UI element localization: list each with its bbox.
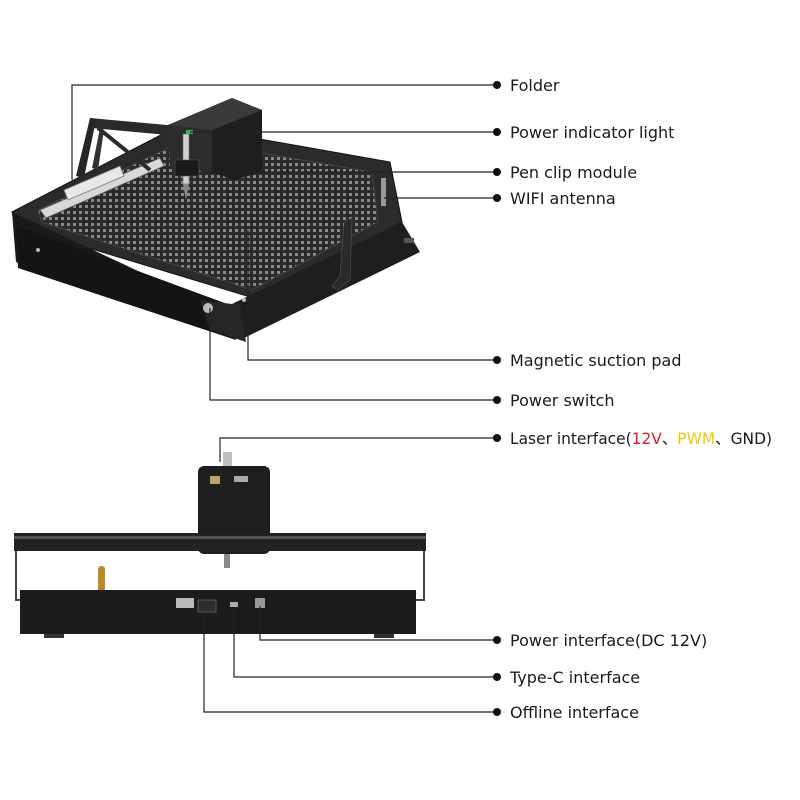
callout-dot bbox=[493, 673, 501, 681]
pen bbox=[182, 133, 190, 185]
laser-gnd: GND) bbox=[731, 429, 772, 448]
laser-connector bbox=[223, 452, 232, 466]
label-wifi-antenna: WIFI antenna bbox=[510, 189, 616, 208]
laser-prefix: Laser interface( bbox=[510, 429, 632, 448]
pen-stub bbox=[224, 554, 230, 568]
x-rail bbox=[14, 533, 426, 551]
laser-sep1: 、 bbox=[662, 429, 677, 448]
gantry-brace bbox=[96, 126, 152, 172]
head-block bbox=[198, 466, 270, 554]
leader-lines bbox=[71, 84, 497, 713]
head-tower-top bbox=[168, 98, 262, 130]
screw bbox=[242, 298, 246, 302]
leader-magnetic bbox=[247, 230, 497, 361]
label-power-interface: Power interface(DC 12V) bbox=[510, 631, 707, 650]
gantry-arm-leg-2 bbox=[92, 128, 104, 170]
leader-power-iface bbox=[259, 606, 497, 641]
pen-clip bbox=[174, 159, 200, 177]
leader-type-c bbox=[233, 608, 497, 678]
foot-right bbox=[374, 634, 394, 638]
base-bottom-face bbox=[16, 226, 236, 340]
leader-laser bbox=[219, 437, 497, 462]
callout-dot bbox=[493, 81, 501, 89]
callout-labels: Folder Power indicator light Pen clip mo… bbox=[509, 76, 772, 722]
offline-button bbox=[197, 599, 217, 613]
laser-12v: 12V bbox=[632, 429, 662, 448]
callout-dot bbox=[493, 168, 501, 176]
type-c-port bbox=[230, 602, 238, 607]
callout-dot bbox=[493, 356, 501, 364]
leader-switch bbox=[209, 308, 497, 401]
offline-port bbox=[176, 598, 194, 608]
power-indicator-led bbox=[186, 130, 193, 134]
power-switch-knob bbox=[203, 303, 213, 313]
foot-left bbox=[44, 634, 64, 638]
callout-dot bbox=[493, 636, 501, 644]
laser-pwm: PWM bbox=[677, 429, 715, 448]
label-offline-interface: Offline interface bbox=[510, 703, 639, 722]
label-power-indicator-light: Power indicator light bbox=[510, 123, 674, 142]
label-magnetic-suction-pad: Magnetic suction pad bbox=[510, 351, 681, 370]
callout-dot bbox=[493, 194, 501, 202]
wifi-antenna-rod bbox=[381, 178, 386, 206]
pen-tip bbox=[183, 184, 189, 200]
leader-folder bbox=[71, 84, 497, 180]
label-pen-clip-module: Pen clip module bbox=[510, 163, 637, 182]
side-port bbox=[404, 238, 414, 243]
label-power-switch: Power switch bbox=[510, 391, 615, 410]
plotter-front-view bbox=[14, 452, 426, 638]
label-folder: Folder bbox=[510, 76, 560, 95]
plotter-top-view bbox=[11, 98, 420, 342]
laser-sep2: 、 bbox=[715, 429, 730, 448]
callout-dot bbox=[493, 708, 501, 716]
base-right-face bbox=[230, 222, 420, 340]
callout-dots bbox=[493, 81, 501, 716]
head-port-left bbox=[210, 476, 220, 484]
x-rail-highlight bbox=[14, 536, 426, 539]
label-type-c-interface: Type-C interface bbox=[509, 668, 640, 687]
gantry-arm-leg bbox=[76, 118, 96, 178]
folder-clip bbox=[63, 165, 125, 201]
head-port-right bbox=[234, 476, 248, 482]
callout-dot bbox=[493, 434, 501, 442]
label-laser-interface: Laser interface(12V、PWM、GND) bbox=[510, 429, 772, 448]
base-box bbox=[20, 590, 416, 634]
right-clamp bbox=[331, 217, 353, 291]
leader-offline bbox=[203, 612, 497, 713]
callout-dot bbox=[493, 128, 501, 136]
frame-right bbox=[416, 551, 425, 601]
callout-dot bbox=[493, 396, 501, 404]
screw bbox=[36, 248, 40, 252]
dc-power-port bbox=[255, 598, 265, 608]
